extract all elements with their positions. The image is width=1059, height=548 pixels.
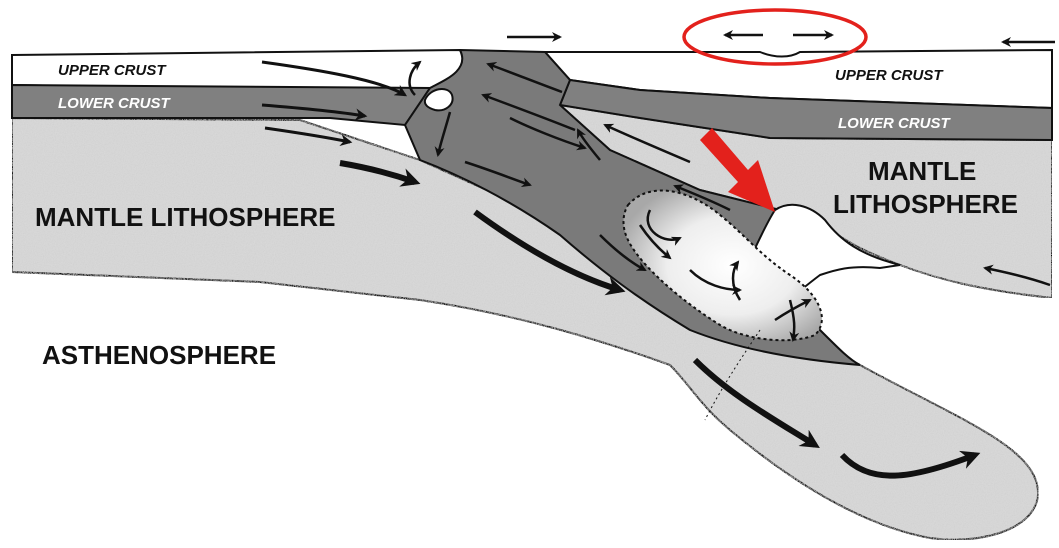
label-asthenosphere: ASTHENOSPHERE xyxy=(42,340,276,370)
label-mantle-lithosphere-left: MANTLE LITHOSPHERE xyxy=(35,202,335,232)
label-lithosphere-right: LITHOSPHERE xyxy=(833,189,1018,219)
label-mantle-right: MANTLE xyxy=(868,156,976,186)
label-lower-crust-left: LOWER CRUST xyxy=(58,95,171,112)
label-upper-crust-right: UPPER CRUST xyxy=(835,67,944,84)
label-lower-crust-right: LOWER CRUST xyxy=(838,115,951,132)
label-upper-crust-left: UPPER CRUST xyxy=(58,62,167,79)
